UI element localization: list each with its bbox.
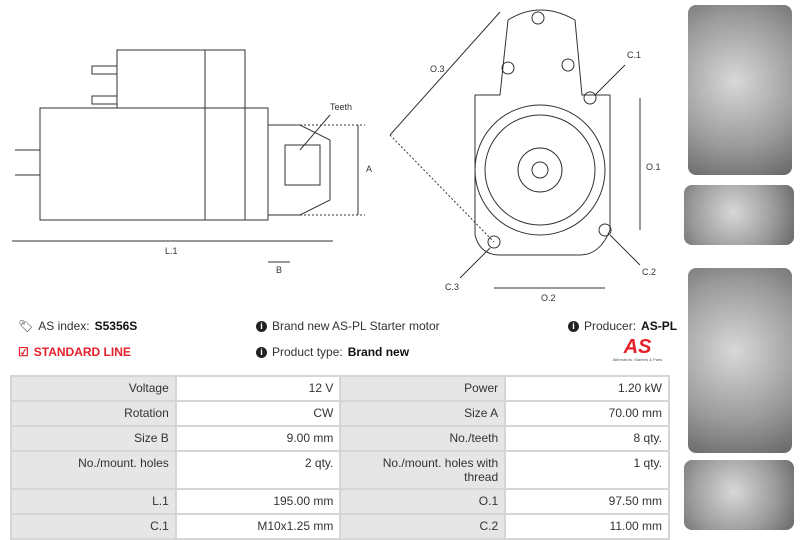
producer-label: Producer:: [584, 319, 637, 333]
spec-value: M10x1.25 mm: [174, 513, 342, 540]
spec-label: C.2: [339, 513, 507, 540]
as-index-label: AS index:: [38, 319, 90, 333]
technical-drawing: Teeth A B L.1 O.3 C.1 O.1 C.3 C.2 O.2: [12, 9, 661, 303]
label-l1: L.1: [165, 246, 178, 256]
spec-label: Rotation: [10, 400, 177, 427]
as-index-value: S5356S: [94, 319, 138, 333]
spec-value: 1 qty.: [504, 450, 670, 490]
as-index: 🏷 AS index: S5356S: [18, 319, 137, 333]
label-o1: O.1: [646, 162, 661, 172]
spec-label: No./teeth: [339, 425, 507, 452]
spec-label: No./mount. holes: [10, 450, 177, 490]
logo-text: AS: [623, 336, 652, 358]
standard-line-label: STANDARD LINE: [33, 345, 131, 359]
spec-value: 9.00 mm: [174, 425, 342, 452]
label-o2: O.2: [541, 293, 556, 303]
info-icon: i: [256, 346, 267, 358]
product-type: i Product type: Brand new: [256, 345, 409, 359]
spec-label: L.1: [10, 488, 177, 515]
product-photo-rear[interactable]: [688, 268, 792, 453]
description: i Brand new AS-PL Starter motor: [256, 319, 440, 333]
product-photo-front[interactable]: [688, 5, 792, 175]
label-c3: C.3: [445, 282, 459, 292]
spec-label: Size A: [339, 400, 507, 427]
spec-value: CW: [174, 400, 342, 427]
label-c2: C.2: [642, 267, 656, 277]
spec-value: 12 V: [174, 375, 342, 402]
label-c1: C.1: [627, 50, 641, 60]
spec-value: 195.00 mm: [174, 488, 342, 515]
spec-value: 2 qty.: [174, 450, 342, 490]
spec-label: O.1: [339, 488, 507, 515]
spec-label: Size B: [10, 425, 177, 452]
product-photo-side-2[interactable]: [684, 460, 794, 530]
spec-value: 97.50 mm: [504, 488, 670, 515]
tag-icon: 🏷: [18, 319, 34, 333]
label-a: A: [366, 164, 372, 174]
front-view-drawing: [389, 9, 641, 289]
producer-value: AS-PL: [641, 319, 678, 333]
spec-label: C.1: [10, 513, 177, 540]
spec-value: 11.00 mm: [504, 513, 670, 540]
logo-tagline: Alternators, Starters & Parts: [612, 357, 663, 362]
info-icon: i: [568, 320, 579, 332]
as-pl-logo: AS Alternators, Starters & Parts: [605, 337, 670, 362]
spec-label: No./mount. holes with thread: [339, 450, 507, 490]
spec-value: 8 qty.: [504, 425, 670, 452]
checkbox-icon: ☑: [18, 345, 29, 359]
product-type-value: Brand new: [347, 345, 410, 359]
description-text: Brand new AS-PL Starter motor: [272, 319, 440, 333]
label-teeth: Teeth: [330, 102, 352, 112]
spec-value: 70.00 mm: [504, 400, 670, 427]
spec-label: Power: [339, 375, 507, 402]
standard-line: ☑ STANDARD LINE: [18, 345, 131, 359]
side-view-drawing: [12, 49, 365, 263]
info-icon: i: [256, 320, 267, 332]
producer: i Producer: AS-PL: [568, 319, 677, 333]
product-type-label: Product type:: [272, 345, 343, 359]
spec-label: Voltage: [10, 375, 177, 402]
label-o3: O.3: [430, 64, 445, 74]
product-photo-side[interactable]: [684, 185, 794, 245]
label-b: B: [276, 265, 282, 275]
spec-value: 1.20 kW: [504, 375, 670, 402]
